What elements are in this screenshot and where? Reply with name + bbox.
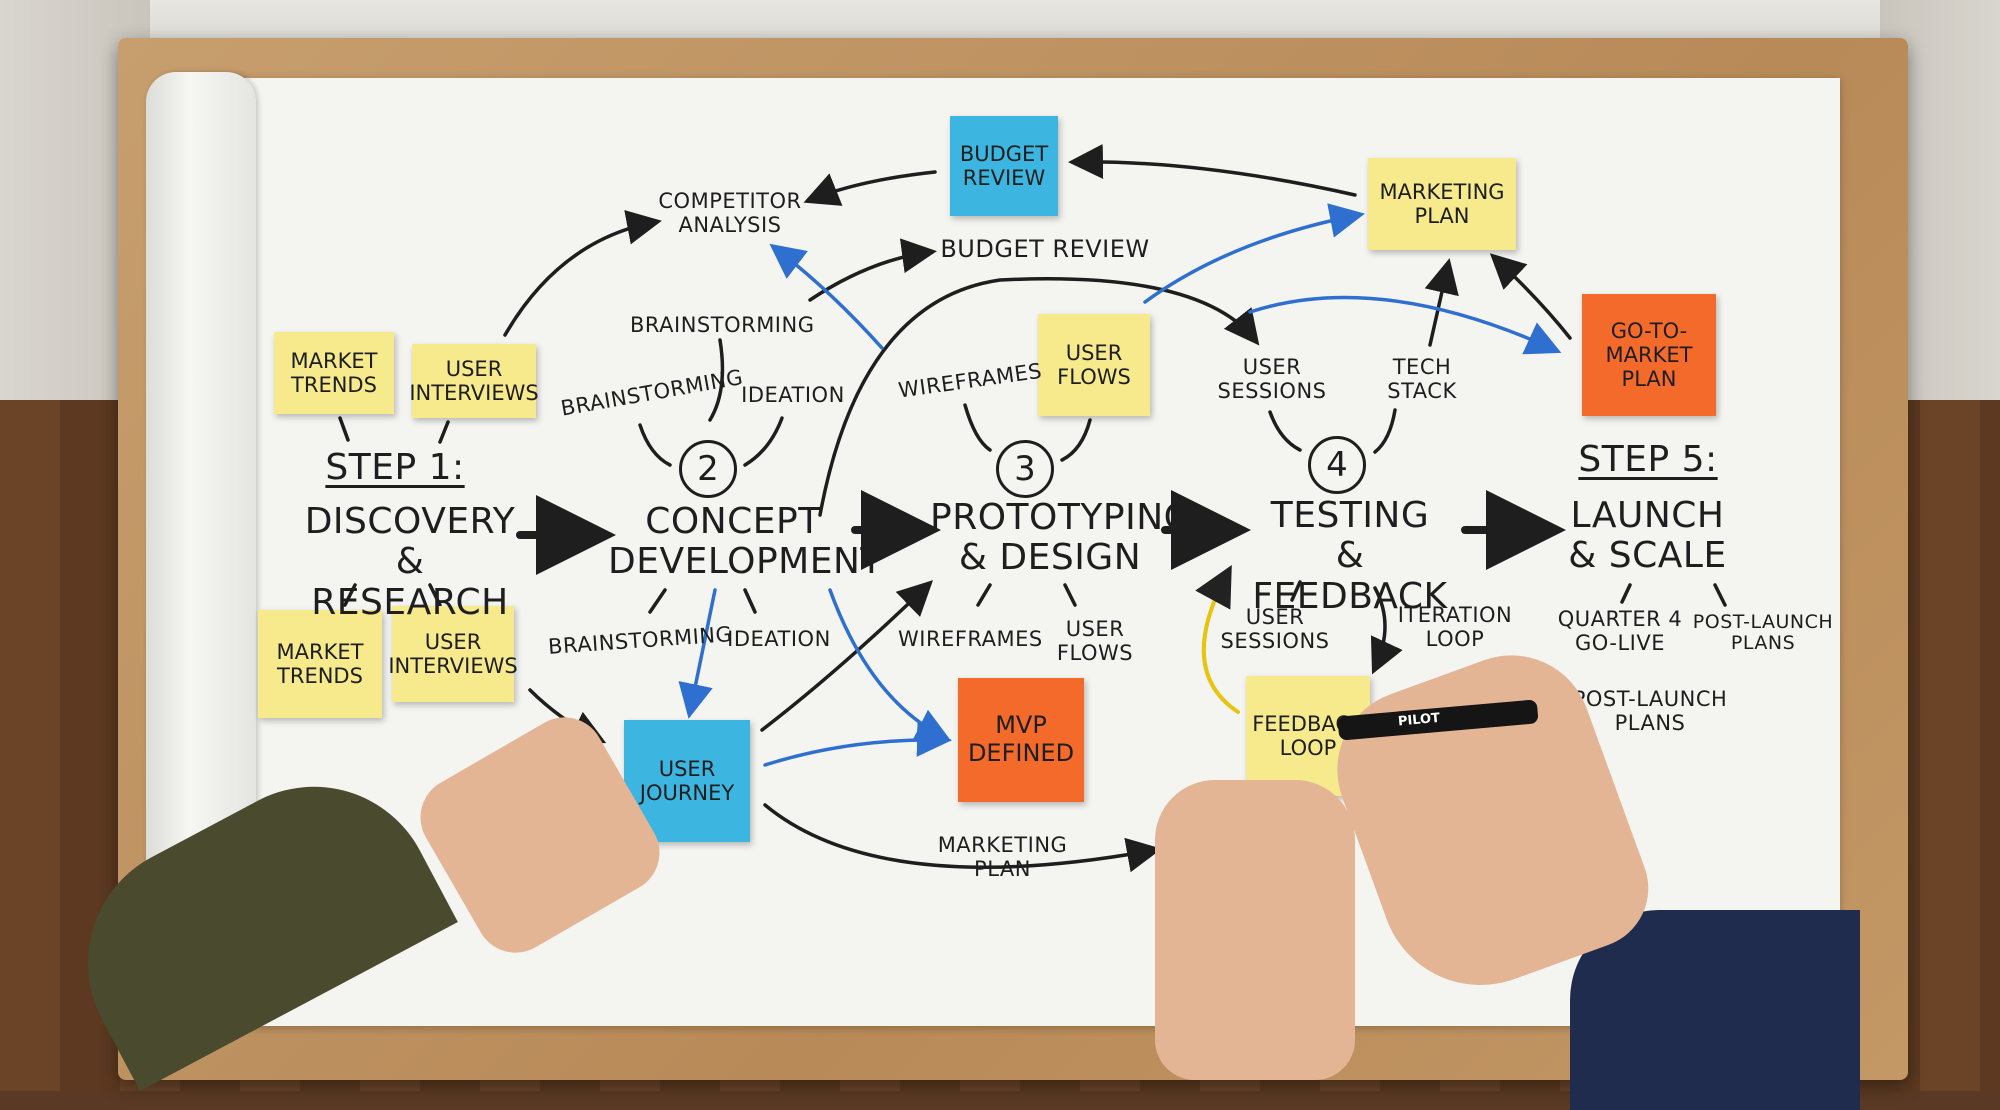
note-marketing-plan[interactable]: MARKETING PLAN (1368, 158, 1516, 250)
step4-number: 4 (1308, 436, 1366, 494)
label-competitor-analysis: COMPETITOR ANALYSIS (655, 190, 805, 237)
label-tech-stack: TECH STACK (1372, 356, 1472, 403)
marker-brand: PILOT (1397, 711, 1440, 730)
note-market-trends-top[interactable]: MARKET TRENDS (274, 332, 394, 414)
label-user-sessions-top: USER SESSIONS (1212, 356, 1332, 403)
step2-title: CONCEPT DEVELOPMENT (608, 502, 858, 583)
center-hand (1155, 780, 1355, 1080)
step5-label: STEP 5: (1568, 440, 1728, 480)
label-brainstorming-top: BRAINSTORMING (630, 314, 810, 338)
label-quarter4-golive: QUARTER 4 GO-LIVE (1555, 608, 1685, 655)
step5-title: LAUNCH & SCALE (1550, 496, 1745, 577)
label-marketing-plan-bottom: MARKETING PLAN (930, 834, 1075, 881)
note-go-to-market-plan[interactable]: GO-TO- MARKET PLAN (1582, 294, 1716, 416)
label-iteration-loop: ITERATION LOOP (1390, 604, 1520, 651)
label-user-sessions-bottom: USER SESSIONS (1215, 606, 1335, 653)
note-user-interviews-top[interactable]: USER INTERVIEWS (412, 344, 536, 418)
label-ideation-top: IDEATION (738, 384, 848, 408)
step2-number: 2 (679, 440, 737, 498)
step3-number: 3 (996, 440, 1054, 498)
step1-title: DISCOVERY & RESEARCH (300, 502, 520, 623)
label-post-launch-plans-1: POST-LAUNCH PLANS (1688, 612, 1838, 655)
note-budget-review[interactable]: BUDGET REVIEW (950, 116, 1058, 216)
note-mvp-defined[interactable]: MVP DEFINED (958, 678, 1084, 802)
note-market-trends-bottom[interactable]: MARKET TRENDS (258, 610, 382, 718)
label-user-flows-bottom: USER FLOWS (1050, 618, 1140, 665)
step4-title: TESTING & FEEDBACK (1235, 496, 1465, 617)
label-budget-review: BUDGET REVIEW (940, 236, 1150, 263)
note-user-flows[interactable]: USER FLOWS (1038, 314, 1150, 416)
step3-title: PROTOTYPING & DESIGN (930, 498, 1170, 579)
label-wireframes-bottom: WIREFRAMES (898, 628, 1038, 652)
label-ideation-bottom: IDEATION (724, 628, 834, 652)
step1-label: STEP 1: (320, 448, 470, 488)
